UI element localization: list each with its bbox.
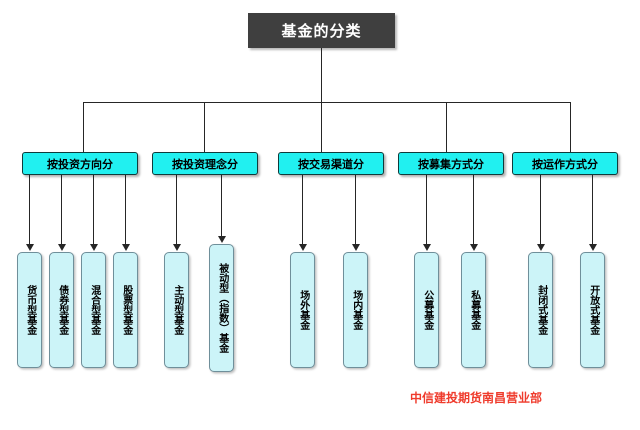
root-title-box: 基金的分类: [248, 13, 395, 48]
leaf-arrow-line-7: [302, 175, 303, 245]
leaf-box-10[interactable]: 私募基金: [461, 252, 486, 368]
leaf-box-7[interactable]: 场外基金: [290, 252, 315, 368]
leaf-box-11[interactable]: 封闭式基金: [528, 252, 553, 368]
leaf-arrow-head-3: [89, 244, 98, 251]
category-label: 按投资方向分: [47, 158, 113, 171]
leaf-arrow-line-2: [61, 175, 62, 245]
leaf-box-2[interactable]: 债券型基金: [49, 252, 74, 368]
leaf-arrow-line-8: [355, 175, 356, 245]
leaf-label: 场外基金: [297, 290, 309, 330]
leaf-arrow-head-8: [351, 244, 360, 251]
leaf-arrow-line-4: [125, 175, 126, 245]
leaf-label: 货币型基金: [24, 285, 36, 335]
leaf-label: 主动型基金: [171, 285, 183, 335]
leaf-arrow-head-5: [172, 244, 181, 251]
leaf-arrow-line-10: [473, 175, 474, 245]
category-drop-line-5: [570, 102, 571, 152]
leaf-label: 私募基金: [468, 290, 480, 330]
category-box-2[interactable]: 按投资理念分: [152, 152, 258, 175]
category-bus-line: [83, 102, 570, 103]
category-drop-line-2: [204, 102, 205, 152]
category-box-1[interactable]: 按投资方向分: [22, 152, 138, 175]
category-label: 按投资理念分: [172, 158, 238, 171]
leaf-label: 公募基金: [421, 290, 433, 330]
leaf-label: 封闭式基金: [535, 285, 547, 335]
leaf-label: 场内基金: [350, 290, 362, 330]
category-drop-line-3: [321, 102, 322, 152]
category-drop-line-4: [446, 102, 447, 152]
leaf-box-6[interactable]: 被动型（指数）基金: [209, 244, 234, 372]
leaf-arrow-line-3: [93, 175, 94, 245]
root-stem-line: [321, 48, 322, 102]
leaf-arrow-line-12: [592, 175, 593, 245]
leaf-arrow-head-10: [469, 244, 478, 251]
leaf-box-1[interactable]: 货币型基金: [17, 252, 42, 368]
leaf-arrow-head-2: [57, 244, 66, 251]
category-drop-line-1: [83, 102, 84, 152]
leaf-arrow-head-12: [588, 244, 597, 251]
leaf-box-4[interactable]: 股票型基金: [113, 252, 138, 368]
category-label: 按募集方式分: [418, 158, 484, 171]
leaf-box-3[interactable]: 混合型基金: [81, 252, 106, 368]
footer-branding: 中信建投期货南昌营业部: [410, 391, 543, 405]
leaf-arrow-head-1: [25, 244, 34, 251]
leaf-arrow-head-6: [217, 236, 226, 243]
leaf-box-12[interactable]: 开放式基金: [580, 252, 605, 368]
leaf-arrow-head-9: [422, 244, 431, 251]
category-label: 按运作方式分: [532, 158, 598, 171]
leaf-label: 混合型基金: [88, 285, 100, 335]
leaf-box-9[interactable]: 公募基金: [414, 252, 439, 368]
leaf-box-8[interactable]: 场内基金: [343, 252, 368, 368]
leaf-label: 被动型（指数）基金: [216, 263, 228, 353]
leaf-arrow-head-11: [536, 244, 545, 251]
leaf-arrow-line-11: [540, 175, 541, 245]
leaf-box-5[interactable]: 主动型基金: [164, 252, 189, 368]
leaf-arrow-head-4: [121, 244, 130, 251]
leaf-label: 开放式基金: [587, 285, 599, 335]
category-box-5[interactable]: 按运作方式分: [512, 152, 618, 175]
category-label: 按交易渠道分: [298, 158, 364, 171]
leaf-label: 股票型基金: [120, 285, 132, 335]
leaf-arrow-line-1: [29, 175, 30, 245]
category-box-3[interactable]: 按交易渠道分: [278, 152, 384, 175]
leaf-label: 债券型基金: [56, 285, 68, 335]
category-box-4[interactable]: 按募集方式分: [398, 152, 504, 175]
leaf-arrow-line-5: [176, 175, 177, 245]
leaf-arrow-line-6: [221, 175, 222, 237]
leaf-arrow-line-9: [426, 175, 427, 245]
leaf-arrow-head-7: [298, 244, 307, 251]
page-title: 基金的分类: [281, 23, 362, 40]
